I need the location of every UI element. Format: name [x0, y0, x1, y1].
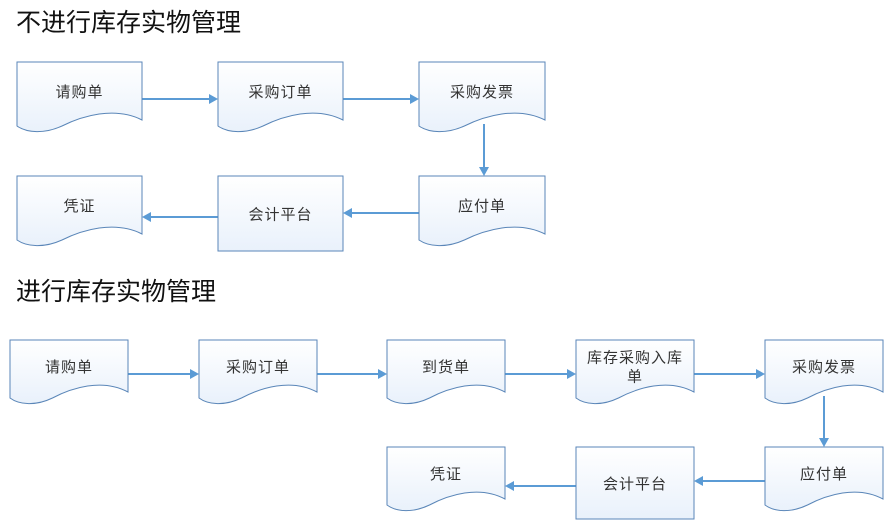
arrowhead [694, 476, 703, 486]
arrowhead [567, 369, 576, 379]
flow-node-a2: 采购订单 [217, 61, 344, 133]
process-box-shape [217, 175, 344, 252]
arrowhead [505, 481, 514, 491]
document-shape [16, 61, 143, 133]
node-label: 采购发票 [450, 83, 514, 101]
document-shape [16, 175, 143, 247]
arrowhead [209, 94, 218, 104]
flow-node-a3: 采购发票 [418, 61, 546, 133]
document-shape [386, 339, 506, 405]
document-shape [198, 339, 318, 405]
document-shape [764, 446, 884, 512]
process-box-shape [575, 446, 695, 520]
flow-arrow-b6-to-b7 [694, 476, 765, 486]
arrowhead [378, 369, 387, 379]
document-shape [418, 175, 546, 247]
node-label: 到货单 [422, 358, 470, 376]
section-title-without-inventory: 不进行库存实物管理 [16, 8, 242, 37]
node-label: 采购订单 [248, 83, 312, 101]
flow-arrow-a1-to-a2 [142, 94, 218, 104]
flow-node-a5: 会计平台 [217, 175, 344, 252]
arrowhead [479, 167, 489, 176]
flow-arrow-b4-to-b5 [694, 369, 765, 379]
flow-node-a6: 凭证 [16, 175, 143, 247]
node-label: 单 [627, 368, 643, 386]
flow-arrow-a2-to-a3 [343, 94, 419, 104]
node-label: 库存采购入库 [587, 349, 683, 367]
node-label: 采购发票 [792, 358, 856, 376]
flow-node-b8: 凭证 [386, 446, 506, 512]
document-shape [764, 339, 884, 405]
node-label: 会计平台 [603, 475, 667, 493]
flow-arrow-b7-to-b8 [505, 481, 576, 491]
node-label: 应付单 [458, 197, 506, 215]
section-title-with-inventory: 进行库存实物管理 [16, 277, 217, 306]
flow-node-b2: 采购订单 [198, 339, 318, 405]
flow-node-a4: 应付单 [418, 175, 546, 247]
arrowhead [756, 369, 765, 379]
document-shape [418, 61, 546, 133]
flow-arrow-a4-to-a5 [343, 208, 419, 218]
arrowhead [190, 369, 199, 379]
flow-arrow-b2-to-b3 [317, 369, 387, 379]
arrowhead [410, 94, 419, 104]
flow-node-b7: 会计平台 [575, 446, 695, 520]
flow-arrow-a3-to-a4 [479, 124, 489, 176]
flow-arrow-a5-to-a6 [142, 212, 218, 222]
flow-node-b1: 请购单 [9, 339, 129, 405]
flow-arrow-b5-to-b6 [819, 396, 829, 447]
node-label: 应付单 [800, 465, 848, 483]
document-shape [386, 446, 506, 512]
node-label: 凭证 [63, 197, 95, 215]
arrowhead [819, 438, 829, 447]
node-label: 请购单 [55, 83, 103, 101]
node-label: 会计平台 [248, 206, 312, 224]
document-shape [217, 61, 344, 133]
flow-node-b3: 到货单 [386, 339, 506, 405]
flow-node-b6: 应付单 [764, 446, 884, 512]
node-label: 采购订单 [226, 358, 290, 376]
flow-arrow-b1-to-b2 [128, 369, 199, 379]
document-shape [575, 339, 695, 405]
flow-node-a1: 请购单 [16, 61, 143, 133]
arrowhead [343, 208, 352, 218]
node-label: 凭证 [430, 465, 462, 483]
flow-arrow-b3-to-b4 [505, 369, 576, 379]
document-shape [9, 339, 129, 405]
flow-node-b5: 采购发票 [764, 339, 884, 405]
arrowhead [142, 212, 151, 222]
node-label: 请购单 [45, 358, 93, 376]
